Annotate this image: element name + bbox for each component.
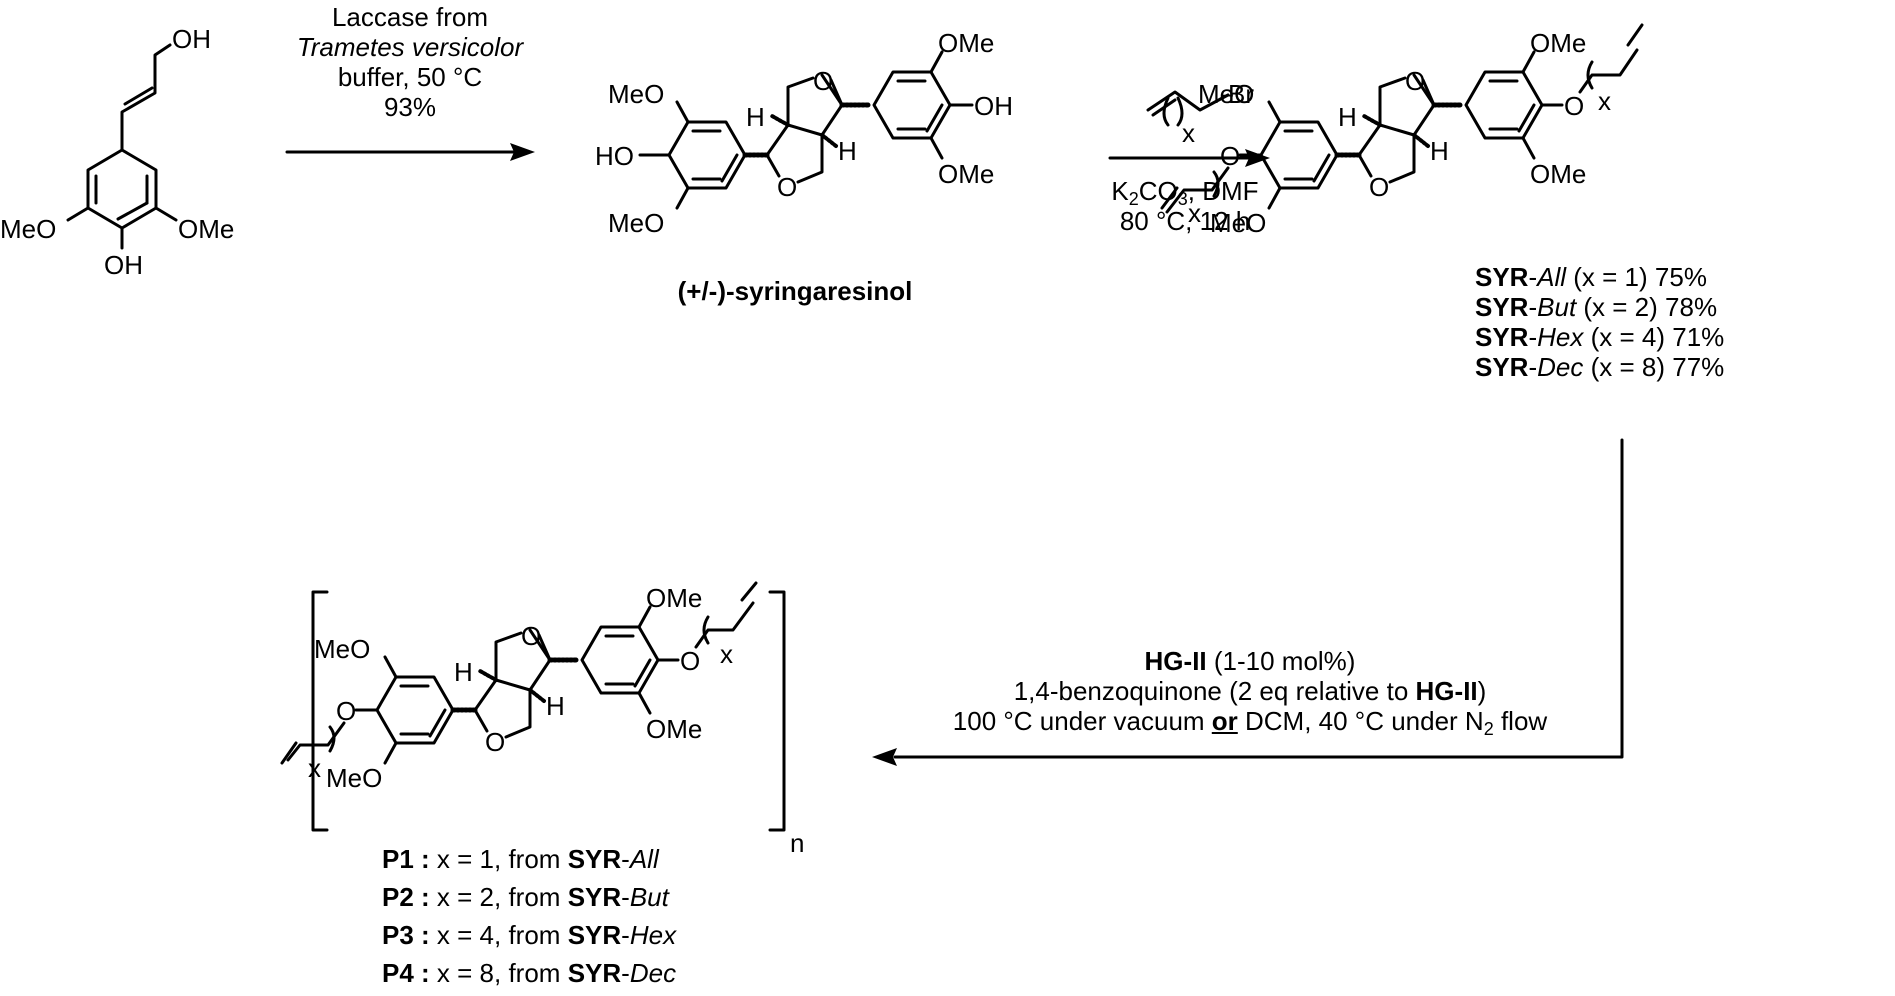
left-bracket [311, 590, 329, 832]
monomer-h2-label: H [1430, 136, 1449, 166]
monomer-o-right-label: O [1564, 91, 1584, 121]
monomer-ome-bottom-label: OMe [1530, 159, 1586, 189]
polymer-item: P3 : x = 4, from SYR-Hex [382, 920, 677, 950]
syringaresinol-structure: MeO HO MeO O O H H OMe OH OMe [595, 28, 1013, 238]
ome-top-label: OMe [938, 28, 994, 58]
step1-conditions: Laccase from Trametes versicolor buffer,… [290, 2, 530, 122]
step1-line1: Laccase from [331, 2, 489, 32]
syr-monomer-structure: MeO O MeO x O O H H OMe O OMe x [1160, 23, 1644, 238]
monomer-item: SYR-Dec (x = 8) 77% [1475, 352, 1725, 382]
monomer-o-ring-label: O [1369, 172, 1389, 202]
polymer-h2-label: H [546, 691, 565, 721]
polymer-item: P4 : x = 8, from SYR-Dec [382, 958, 677, 988]
right-bracket [768, 590, 786, 832]
polymer-o-right-label: O [680, 646, 700, 676]
polymer-meo-top-label: MeO [314, 634, 370, 664]
step3-line2: 1,4-benzoquinone (2 eq relative to HG-II… [1013, 676, 1487, 706]
monomer-yield-list: SYR-All (x = 1) 75% SYR-But (x = 2) 78% … [1475, 262, 1724, 382]
step1-line4-yield: 93% [383, 92, 437, 122]
ome-bottom-label: OMe [938, 159, 994, 189]
monomer-x-right-label: x [1598, 86, 1611, 116]
h2-label: H [838, 136, 857, 166]
step1-line3: buffer, 50 °C [337, 62, 483, 92]
step2-conditions: K2CO3, DMF 80 °C, 12 h [1100, 176, 1270, 236]
step3-arrow [872, 438, 1624, 766]
polymer-h1-label: H [454, 657, 473, 687]
oh-bottom-label: OH [104, 250, 143, 280]
monomer-h1-label: H [1338, 102, 1357, 132]
monomer-meo-top-label: MeO [1198, 79, 1254, 109]
step3-conditions: HG-II (1-10 mol%) 1,4-benzoquinone (2 eq… [880, 646, 1620, 739]
polymer-o-ring-label: O [485, 727, 505, 757]
ome-right-label: OMe [178, 214, 234, 244]
step3-line1: HG-II (1-10 mol%) [1144, 646, 1356, 676]
monomer-o-left-label: O [1220, 141, 1240, 171]
polymer-o-left-label: O [336, 696, 356, 726]
meo-bottom-label: MeO [608, 208, 664, 238]
oh-right-label: OH [974, 91, 1013, 121]
monomer-meo-bottom-label: MeO [1210, 208, 1266, 238]
repeat-n-label: n [790, 828, 804, 858]
polymer-structure: MeO O MeO x O O H H OMe O OMe x [280, 581, 758, 793]
step2-line1: K2CO3, DMF [1111, 176, 1259, 209]
monomer-ome-top-label: OMe [1530, 28, 1586, 58]
polymer-item: P1 : x = 1, from SYR-All [382, 844, 659, 874]
monomer-item: SYR-All (x = 1) 75% [1475, 262, 1707, 292]
monomer-x-left-label: x [1188, 198, 1201, 228]
monomer-item: SYR-But (x = 2) 78% [1475, 292, 1718, 322]
polymer-o-top-label: O [521, 621, 541, 651]
h1-label: H [746, 102, 765, 132]
step2-arrow [1108, 149, 1270, 167]
polymer-item: P2 : x = 2, from SYR-But [382, 882, 669, 912]
o-bottom-label: O [777, 172, 797, 202]
alkenyl-bromide-structure: Br x [1146, 79, 1254, 148]
polymer-product-list: P1 : x = 1, from SYR-All P2 : x = 2, fro… [382, 840, 676, 992]
sinapyl-alcohol-structure: OH MeO OMe OH [0, 24, 234, 280]
step1-arrow [285, 143, 535, 161]
step2-line2: 80 °C, 12 h [1119, 206, 1251, 236]
br-label: Br [1228, 79, 1254, 109]
oh-top-label: OH [172, 24, 211, 54]
meo-top-label: MeO [608, 79, 664, 109]
o-top-label: O [813, 66, 833, 96]
ho-label: HO [595, 141, 634, 171]
step1-line2-organism: Trametes versicolor [296, 32, 524, 62]
polymer-meo-bottom-label: MeO [326, 763, 382, 793]
syringaresinol-name: (+/-)-syringaresinol [678, 276, 913, 306]
monomer-o-top-label: O [1405, 66, 1425, 96]
meo-left-label: MeO [0, 214, 56, 244]
polymer-ome-bottom-label: OMe [646, 714, 702, 744]
step3-line3: 100 °C under vacuum or DCM, 40 °C under … [952, 706, 1548, 739]
polymer-x-right-label: x [720, 639, 733, 669]
monomer-item: SYR-Hex (x = 4) 71% [1475, 322, 1725, 352]
x-label: x [1182, 118, 1195, 148]
polymer-ome-top-label: OMe [646, 583, 702, 613]
